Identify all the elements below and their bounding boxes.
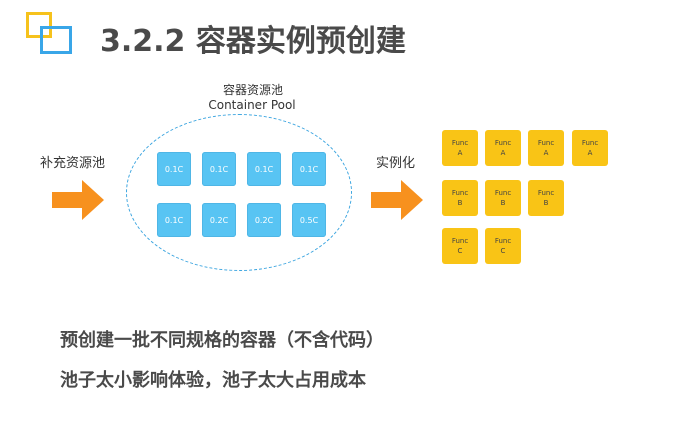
func-box-b: Func B	[442, 180, 478, 216]
pool-container: 0.2C	[202, 203, 236, 237]
func-word: Func	[581, 139, 599, 147]
func-letter: C	[500, 247, 506, 255]
func-word: Func	[451, 139, 469, 147]
note-line-2: 池子太小影响体验，池子太大占用成本	[60, 370, 366, 391]
pool-container: 0.1C	[247, 152, 281, 186]
func-word: Func	[537, 139, 555, 147]
func-letter: B	[457, 199, 463, 207]
pool-container: 0.2C	[247, 203, 281, 237]
func-word: Func	[494, 237, 512, 245]
logo-icon	[26, 12, 78, 60]
func-box-a: Func A	[485, 130, 521, 166]
container-pool-grid: 0.1C 0.1C 0.1C 0.1C 0.1C 0.2C 0.2C 0.5C	[157, 152, 326, 237]
container-pool-ellipse	[126, 114, 352, 271]
func-box-a: Func A	[572, 130, 608, 166]
func-box-a: Func A	[442, 130, 478, 166]
func-box-b: Func B	[485, 180, 521, 216]
arrow-right-icon	[52, 180, 104, 220]
pool-container: 0.1C	[202, 152, 236, 186]
func-box-c: Func C	[485, 228, 521, 264]
func-letter: C	[457, 247, 463, 255]
func-letter: A	[500, 149, 506, 157]
pool-container: 0.5C	[292, 203, 326, 237]
refill-pool-label: 补充资源池	[40, 156, 106, 171]
func-letter: B	[500, 199, 506, 207]
pool-container: 0.1C	[157, 152, 191, 186]
func-box-b: Func B	[528, 180, 564, 216]
note-line-1: 预创建一批不同规格的容器（不含代码）	[60, 330, 384, 351]
func-word: Func	[451, 237, 469, 245]
pool-label-en: Container Pool	[208, 98, 296, 112]
func-letter: B	[543, 199, 549, 207]
func-letter: A	[457, 149, 463, 157]
func-letter: A	[587, 149, 593, 157]
func-letter: A	[543, 149, 549, 157]
pool-label-cn: 容器资源池	[222, 83, 283, 97]
instantiate-label: 实例化	[376, 156, 416, 171]
pool-container: 0.1C	[292, 152, 326, 186]
func-word: Func	[451, 189, 469, 197]
page-title: 3.2.2 容器实例预创建	[100, 24, 406, 59]
arrow-right-icon	[371, 180, 423, 220]
func-box-a: Func A	[528, 130, 564, 166]
logo-yellow-square	[26, 12, 52, 38]
logo-blue-square	[40, 26, 72, 54]
func-word: Func	[537, 189, 555, 197]
func-box-c: Func C	[442, 228, 478, 264]
func-word: Func	[494, 189, 512, 197]
func-word: Func	[494, 139, 512, 147]
pool-container: 0.1C	[157, 203, 191, 237]
